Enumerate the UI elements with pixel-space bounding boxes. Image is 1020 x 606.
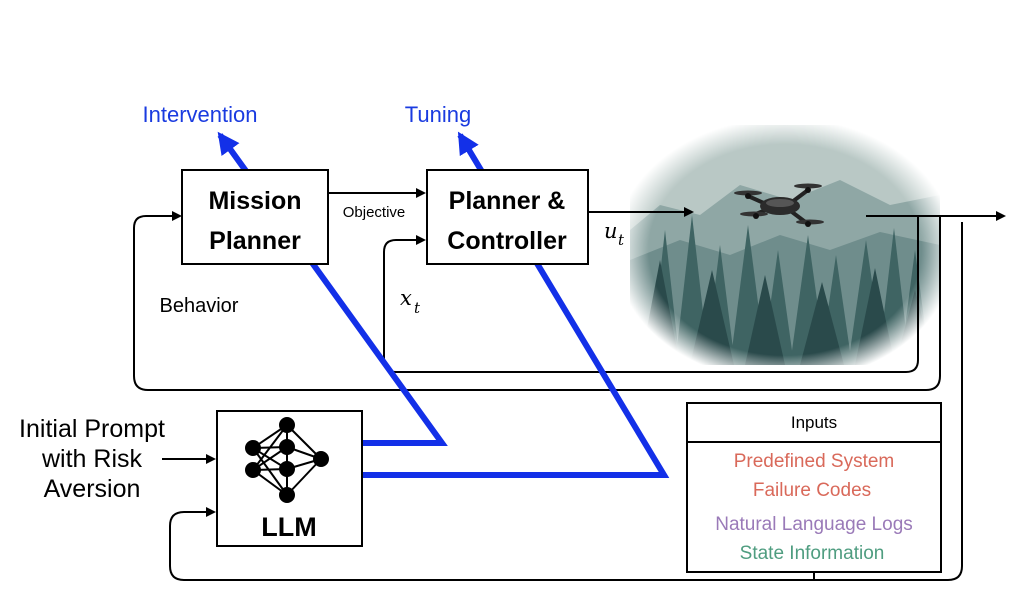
llm-label: LLM — [261, 512, 316, 542]
x-symbol: x — [400, 286, 412, 310]
u-symbol: u — [604, 219, 618, 243]
tuning-label: Tuning — [405, 102, 471, 127]
mission-planner-line2: Planner — [209, 227, 301, 255]
llm-feedback-loop — [169, 222, 963, 581]
prompt-line1: Initial Prompt — [19, 415, 165, 443]
inputs-item: Predefined System — [734, 451, 895, 472]
behavior-feedback-loop — [133, 211, 941, 391]
mission-planner-line1: Mission — [208, 187, 301, 215]
inputs-item: Natural Language Logs — [715, 514, 913, 535]
planner-controller-box: Planner & Controller — [426, 169, 589, 265]
objective-label: Objective — [343, 204, 406, 221]
inputs-item: Failure Codes — [753, 480, 871, 501]
drone-icon — [734, 183, 824, 227]
state-label: x t — [400, 286, 421, 317]
u-subscript: t — [618, 231, 625, 249]
planner-controller-line1: Planner & — [449, 187, 566, 215]
prompt-line2: with Risk — [41, 445, 143, 473]
x-subscript: t — [414, 299, 421, 317]
mission-planner-box: Mission Planner — [181, 169, 329, 265]
neural-network-icon — [245, 417, 329, 503]
inputs-box: Inputs Predefined System Failure Codes N… — [686, 402, 942, 573]
forest-scene — [630, 125, 940, 365]
behavior-label: Behavior — [160, 295, 239, 317]
initial-prompt-label: Initial Prompt with Risk Aversion — [19, 415, 165, 503]
control-input-label: u t — [604, 219, 625, 249]
intervention-label: Intervention — [143, 102, 258, 127]
llm-box: LLM — [216, 410, 363, 547]
planner-controller-line2: Controller — [447, 227, 567, 255]
prompt-line3: Aversion — [44, 475, 141, 503]
inputs-title: Inputs — [791, 413, 837, 432]
inputs-item: State Information — [740, 543, 885, 564]
